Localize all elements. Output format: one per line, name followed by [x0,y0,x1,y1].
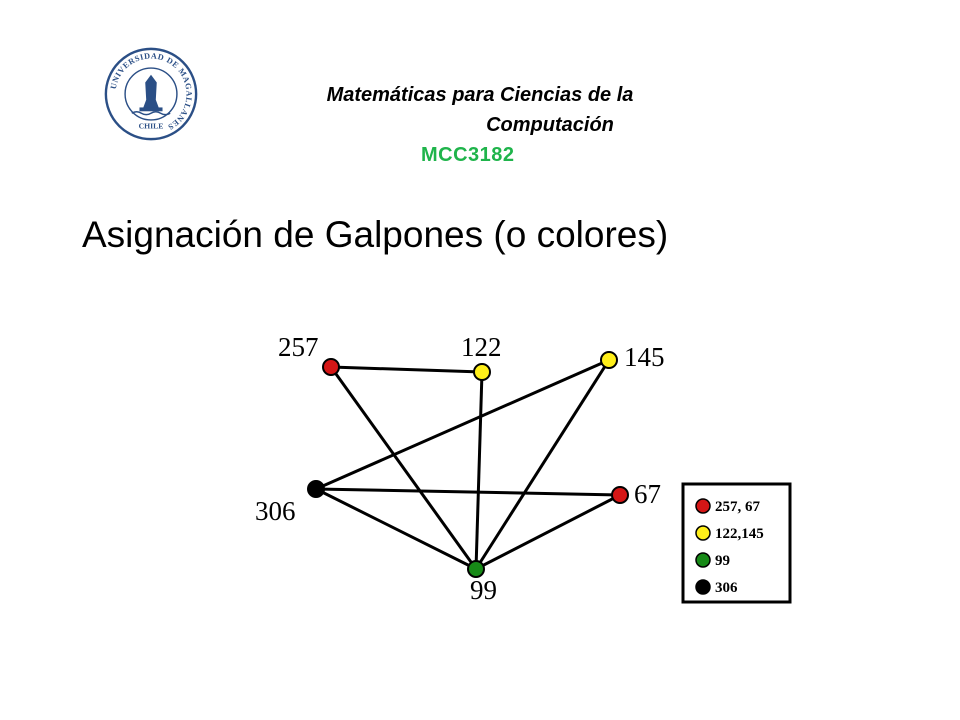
legend-swatch-black [695,579,711,595]
graph-nodes [307,351,629,578]
edge-122-99 [474,371,484,570]
node-label-67: 67 [634,479,661,509]
node-306 [307,480,325,498]
graph-edges [315,358,621,571]
logo-emblem-figure [143,74,159,108]
color-legend: 257, 67 122,145 99 306 [681,482,792,604]
slide-title: Asignación de Galpones (o colores) [82,214,669,255]
edge-67-99 [475,493,621,571]
node-label-99: 99 [470,575,497,605]
university-logo: UNIVERSIDAD DE MAGALLANES CHILE [104,47,198,141]
node-label-306: 306 [255,496,296,526]
legend-swatch-yellow [695,525,711,541]
node-label-122: 122 [461,332,502,362]
logo-emblem-waves [131,111,171,116]
course-title-line1: Matemáticas para Ciencias de la [326,84,634,106]
course-code: MCC3182 [421,144,515,166]
edge-145-99 [474,359,611,570]
legend-label-yellow: 122,145 [715,526,764,542]
logo-emblem-base [139,107,163,112]
logo-country-text: CHILE [139,122,164,131]
course-title: Matemáticas para Ciencias de la Computac… [240,80,720,140]
node-257 [322,358,340,376]
graph-labels: 257 122 145 306 67 99 [255,332,665,605]
edge-257-122 [330,365,483,374]
node-145 [600,351,618,369]
course-title-line2: Computación [486,114,614,136]
legend-label-black: 306 [715,580,738,596]
edge-306-67 [315,487,621,497]
logo-emblem [131,74,171,116]
node-label-145: 145 [624,342,665,372]
node-label-257: 257 [278,332,319,362]
edge-306-99 [315,487,477,571]
logo-inner-ring [124,67,178,121]
node-122 [473,363,491,381]
legend-swatch-green [695,552,711,568]
edge-257-99 [329,366,478,570]
edge-145-306 [315,358,610,491]
legend-label-red: 257, 67 [715,499,761,515]
node-99 [467,560,485,578]
legend-swatch-red [695,498,711,514]
node-67 [611,486,629,504]
legend-label-green: 99 [715,553,730,569]
logo-outer-ring [104,47,198,141]
